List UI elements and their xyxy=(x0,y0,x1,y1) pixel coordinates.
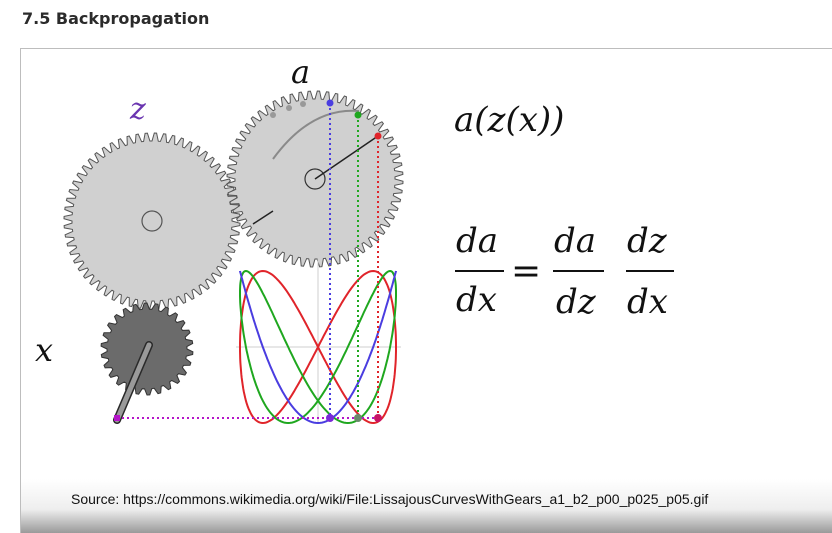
label-x: x xyxy=(35,331,53,369)
factor1-numerator: da xyxy=(554,221,596,261)
lhs-denominator: dx xyxy=(456,280,497,320)
gear-a-dot-3 xyxy=(300,101,306,107)
dot-green-top xyxy=(354,111,362,119)
label-a: a xyxy=(291,53,310,91)
gear-a-dot-1 xyxy=(270,112,276,118)
dot-blue-top xyxy=(326,99,334,107)
gear-x-crank xyxy=(114,342,152,423)
lissajous-curve-blue xyxy=(239,270,397,425)
gear-a-dot-2 xyxy=(286,105,292,111)
lissajous-curve-green xyxy=(239,269,397,425)
gear-z-crank-fragment xyxy=(252,210,274,225)
factor1-denominator: dz xyxy=(556,282,597,322)
section-heading: 7.5 Backpropagation xyxy=(22,9,210,28)
equals-sign: = xyxy=(511,251,541,292)
equation-composition: a(z(x)) xyxy=(454,100,564,140)
dot-magenta-origin xyxy=(114,415,120,421)
gear-z-axle xyxy=(141,210,163,232)
factor2-numerator: dz xyxy=(627,221,668,261)
lissajous-curve-red xyxy=(239,269,397,425)
gear-a-arc-track xyxy=(272,109,360,160)
source-bar: Source: https://commons.wikimedia.org/wi… xyxy=(21,479,832,533)
source-caption: Source: https://commons.wikimedia.org/wi… xyxy=(71,491,709,507)
label-z: z xyxy=(129,92,146,127)
dot-blue-bottom xyxy=(326,414,334,422)
dot-green-bottom xyxy=(354,414,362,422)
dot-red-bottom xyxy=(374,414,382,422)
gears-diagram: z a x a(z(x)) da dx = da dz dz dx xyxy=(35,53,674,425)
figure-frame: z a x a(z(x)) da dx = da dz dz dx Source… xyxy=(20,48,832,533)
dot-red-top xyxy=(374,132,382,140)
lhs-numerator: da xyxy=(456,221,498,261)
gear-a-crank xyxy=(314,135,379,180)
factor2-denominator: dx xyxy=(627,282,668,322)
